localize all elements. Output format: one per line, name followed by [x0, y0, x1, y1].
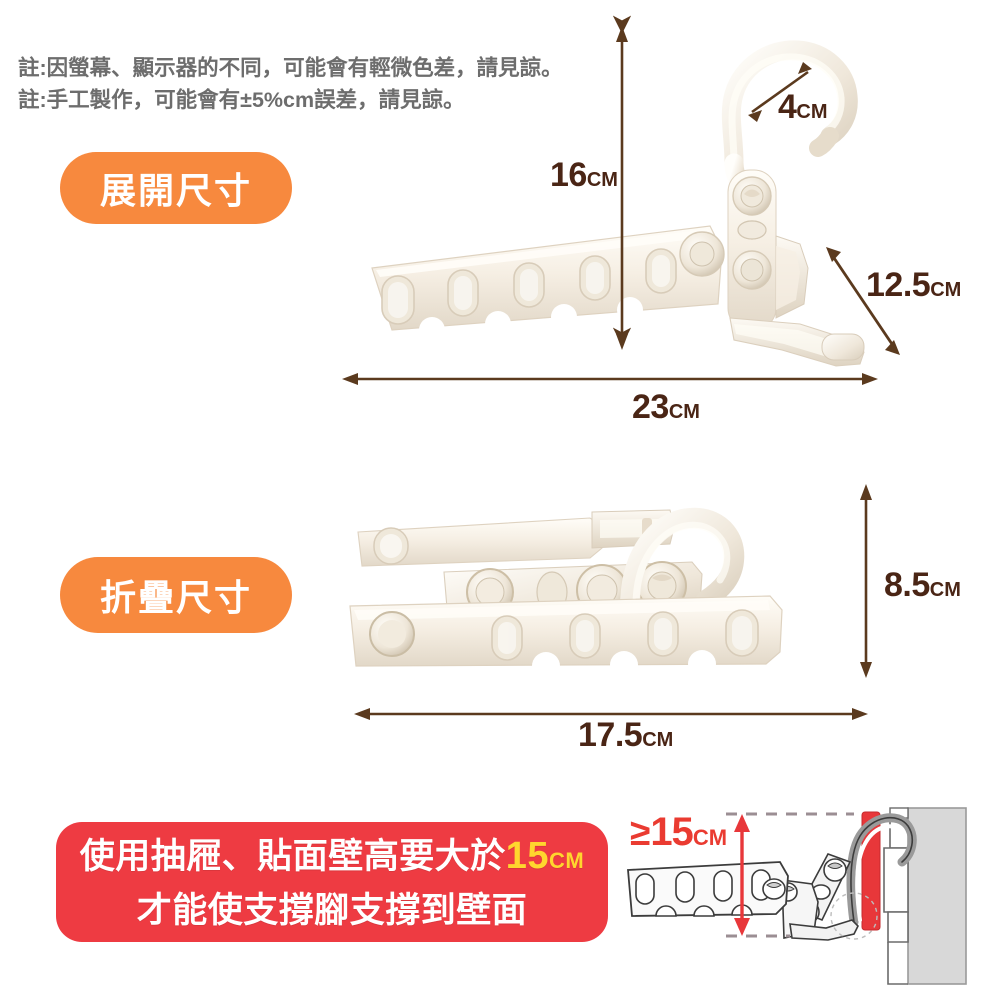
arrow-8-5cm: [860, 484, 872, 678]
note-color-difference: 註:因螢幕、顯示器的不同，可能會有輕微色差，請見諒。: [18, 56, 563, 80]
dimension-17-5cm-unit: CM: [642, 729, 674, 751]
dimension-4cm-unit: CM: [796, 101, 828, 123]
dimension-23cm-unit: CM: [668, 401, 700, 423]
schematic-ge-symbol: ≥: [630, 812, 651, 853]
dimension-12-5cm-unit: CM: [930, 279, 962, 301]
dimension-4cm: 4CM: [778, 90, 828, 124]
dimension-16cm-unit: CM: [586, 169, 618, 191]
note-handmade-tolerance: 註:手工製作，可能會有±5%cm誤差，請見諒。: [18, 88, 465, 112]
dimension-12-5cm: 12.5CM: [866, 268, 961, 302]
banner-highlight-unit: CM: [549, 847, 585, 873]
hanger-expanded-photo: [371, 40, 865, 367]
disclaimer-notes: 註:因螢幕、顯示器的不同，可能會有輕微色差，請見諒。 註:手工製作，可能會有±5…: [18, 52, 563, 116]
label-expanded-size: 展開尺寸: [60, 152, 292, 224]
label-expanded-size-text: 展開尺寸: [99, 170, 252, 211]
schematic-min-height-label: ≥15CM: [630, 812, 727, 852]
dimension-23cm: 23CM: [632, 390, 700, 424]
banner-line-2: 才能使支撐腳支撐到壁面: [136, 890, 528, 930]
schematic-arrow-15cm: [734, 814, 750, 936]
schematic-value: 15: [650, 810, 693, 854]
banner-line-1: 使用抽屜、貼面壁高要大於15CM: [80, 831, 585, 886]
dimension-8-5cm-unit: CM: [929, 579, 961, 601]
hanger-folded-photo: [349, 507, 783, 680]
dimension-16cm-value: 16: [550, 156, 587, 194]
dimension-4cm-value: 4: [778, 88, 797, 126]
dimension-17-5cm-value: 17.5: [578, 716, 643, 754]
dimension-23cm-value: 23: [632, 388, 669, 426]
wall-mount-schematic: [627, 807, 967, 985]
dimension-12-5cm-value: 12.5: [866, 266, 931, 304]
schematic-unit: CM: [692, 825, 728, 850]
dimension-8-5cm: 8.5CM: [884, 568, 961, 602]
banner-line-1-prefix: 使用抽屜、貼面壁高要大於: [79, 836, 506, 876]
usage-warning-banner: 使用抽屜、貼面壁高要大於15CM 才能使支撐腳支撐到壁面: [56, 822, 608, 942]
dimension-16cm: 16CM: [550, 158, 618, 192]
label-folded-size-text: 折疊尺寸: [99, 577, 252, 618]
dimension-17-5cm: 17.5CM: [578, 718, 673, 752]
label-folded-size: 折疊尺寸: [60, 557, 292, 633]
banner-highlight-value: 15: [505, 834, 550, 877]
dimension-8-5cm-value: 8.5: [884, 566, 930, 604]
